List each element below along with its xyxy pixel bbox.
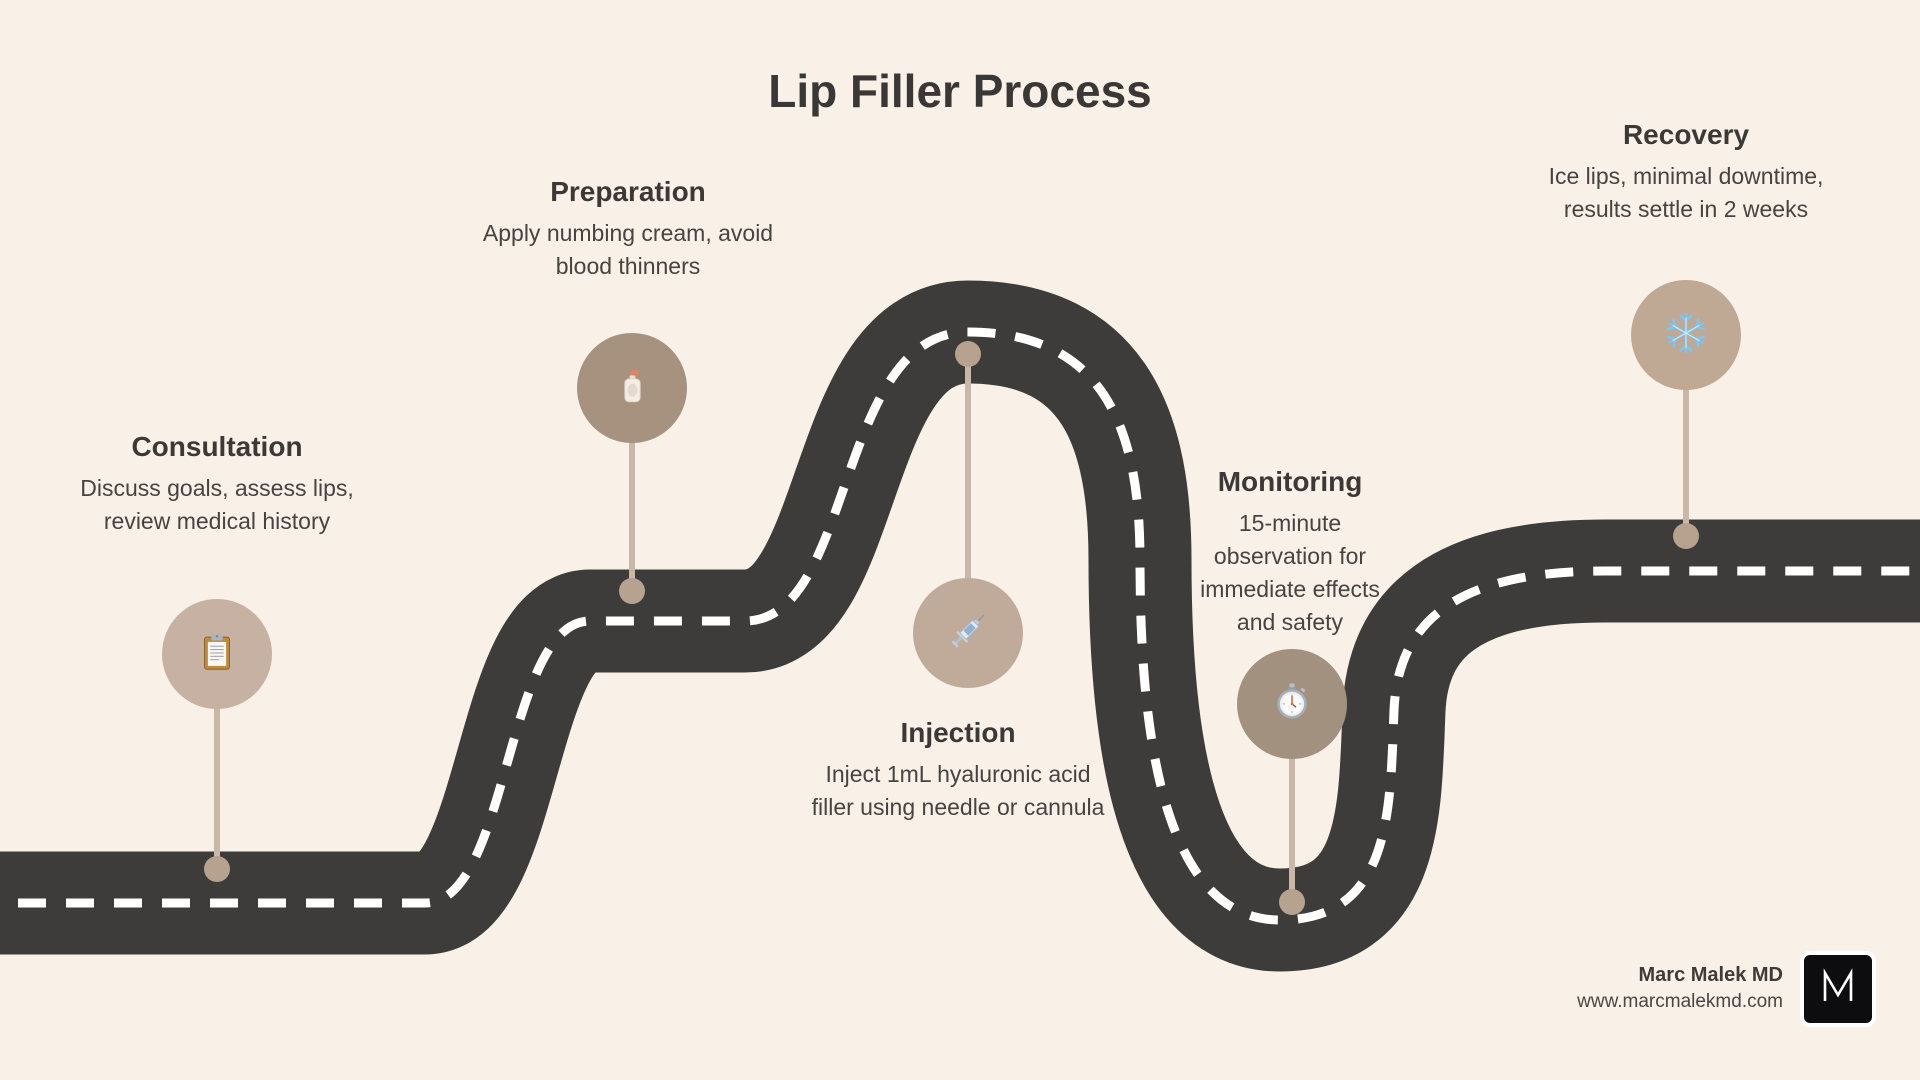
step-recovery-circle — [1631, 280, 1741, 390]
step-title: Consultation — [131, 431, 303, 462]
step-consultation-text: Consultation Discuss goals, assess lips,… — [47, 430, 387, 538]
step-title: Monitoring — [1217, 466, 1363, 497]
milestone-dots — [204, 341, 1699, 915]
stopwatch-icon — [1269, 679, 1315, 730]
lotion-bottle-icon — [609, 363, 655, 414]
step-title: Recovery — [1622, 119, 1750, 150]
step-consultation-circle — [162, 599, 272, 709]
step-monitoring-circle — [1237, 649, 1347, 759]
website-url: www.marcmalekmd.com — [1577, 990, 1783, 1012]
step-description: Apply numbing cream, avoid blood thinner… — [482, 219, 774, 279]
step-description: Inject 1mL hyaluronic acid filler using … — [811, 760, 1105, 820]
clipboard-icon — [194, 629, 240, 680]
road-centerline — [0, 327, 1920, 925]
step-description: Discuss goals, assess lips, review medic… — [80, 474, 354, 534]
logo-m-icon — [1812, 961, 1864, 1018]
snowflake-icon — [1662, 309, 1710, 362]
step-title: Injection — [900, 717, 1016, 748]
step-injection-circle — [913, 578, 1023, 688]
step-monitoring-text: Monitoring 15-minute observation for imm… — [1120, 465, 1460, 639]
step-preparation-text: Preparation Apply numbing cream, avoid b… — [458, 175, 798, 283]
doctor-name: Marc Malek MD — [1638, 963, 1784, 986]
brand-logo — [1800, 951, 1876, 1027]
step-preparation-circle — [577, 333, 687, 443]
step-recovery-text: Recovery Ice lips, minimal downtime, res… — [1516, 118, 1856, 226]
footer-branding: Marc Malek MD www.marcmalekmd.com — [1577, 951, 1876, 1027]
page-title: Lip Filler Process — [768, 65, 1152, 117]
step-description: 15-minute observation for immediate effe… — [1200, 509, 1380, 635]
step-description: Ice lips, minimal downtime, results sett… — [1548, 162, 1824, 222]
syringe-icon — [944, 607, 992, 660]
step-injection-text: Injection Inject 1mL hyaluronic acid fil… — [788, 716, 1128, 824]
step-title: Preparation — [550, 176, 706, 207]
milestone-stems — [214, 356, 1689, 901]
